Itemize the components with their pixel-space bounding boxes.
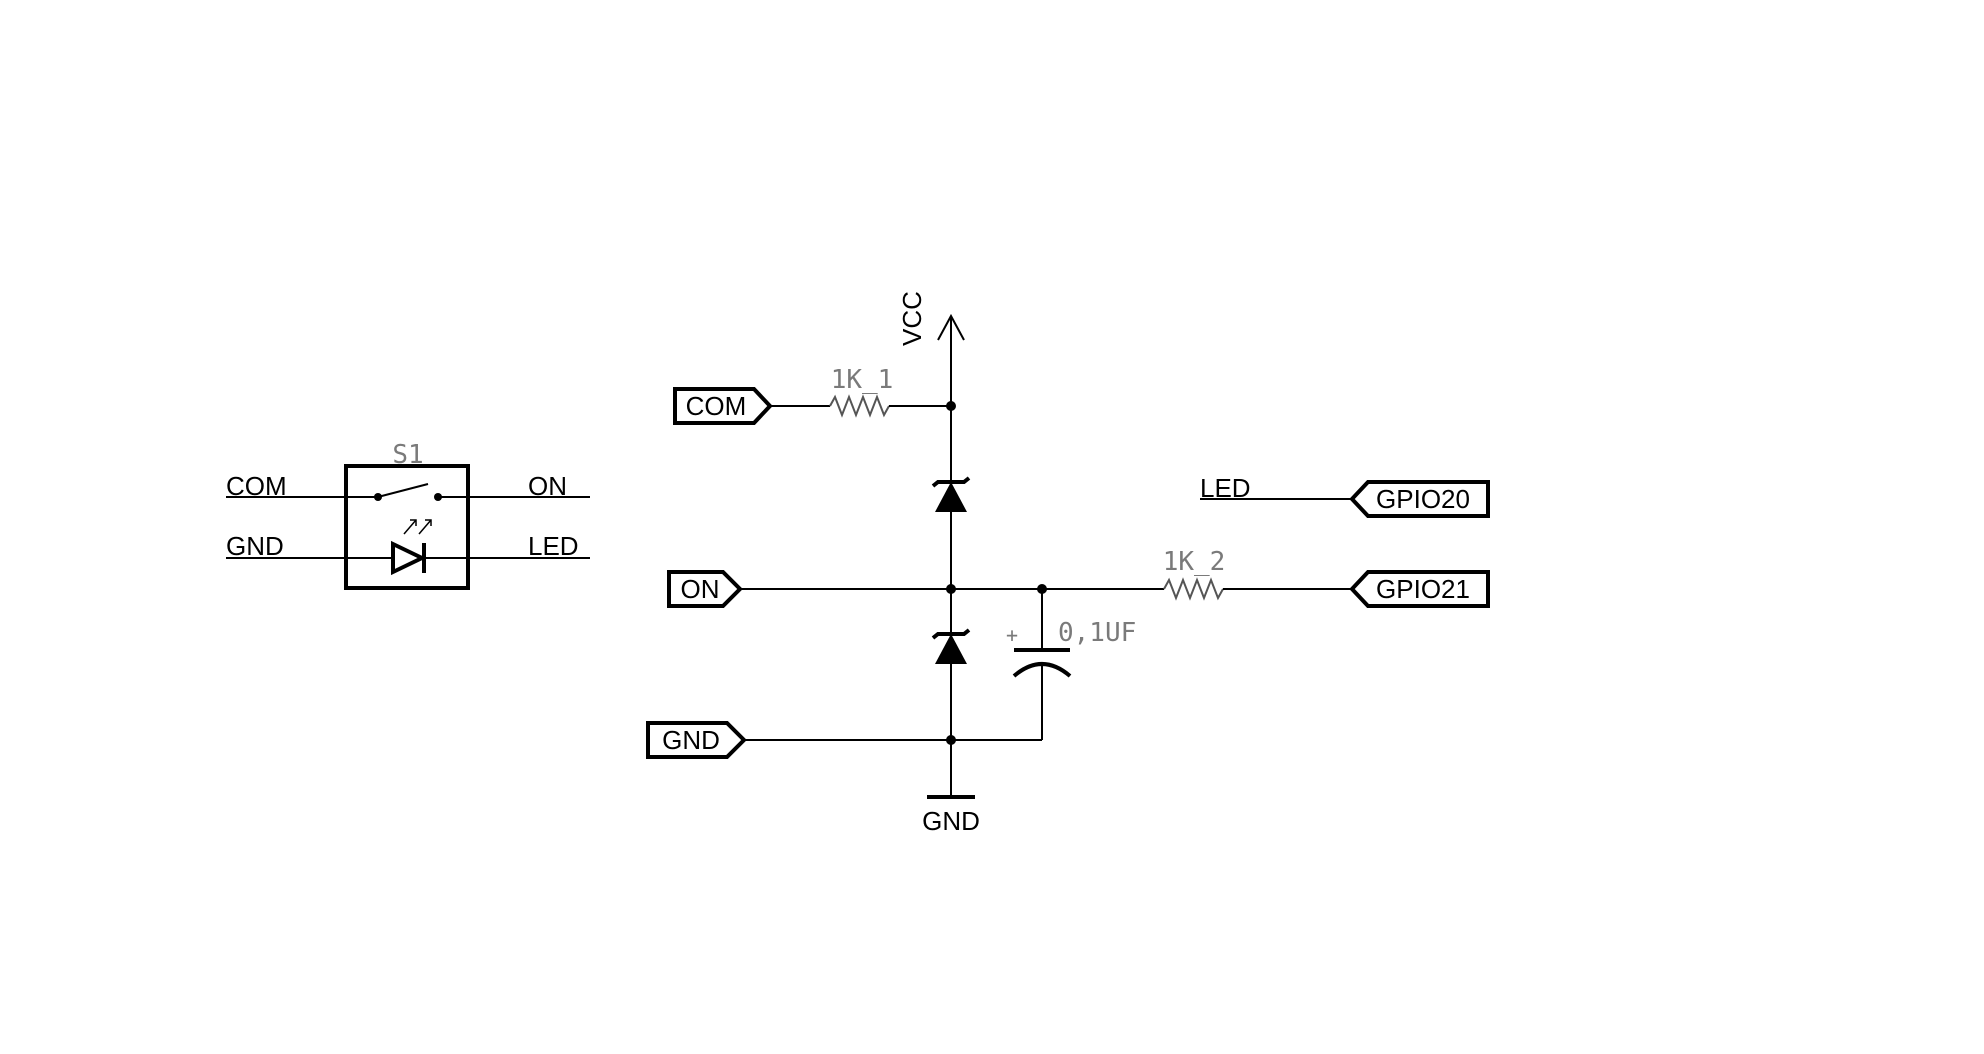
port-on-label: ON: [681, 574, 720, 604]
pin-led-label: LED: [528, 531, 579, 561]
port-com-shape: [673, 387, 773, 425]
tvs-diode-upper[interactable]: [931, 476, 971, 512]
port-com[interactable]: COM: [673, 387, 830, 425]
net-led[interactable]: LED: [1200, 473, 1352, 503]
resistor-1k-1[interactable]: 1K_1: [829, 365, 894, 418]
light-emission-icon: [403, 519, 432, 535]
junction-dot: [946, 735, 956, 745]
port-gnd[interactable]: GND: [646, 721, 951, 759]
port-on-shape: [667, 570, 743, 608]
pin-gnd-label: GND: [226, 531, 284, 561]
diode-icon: [935, 482, 967, 512]
port-gpio21-label: GPIO21: [1376, 574, 1470, 604]
switch-body: [344, 464, 470, 590]
capacitor-value: 0,1UF: [1058, 618, 1136, 648]
diode-icon: [935, 634, 967, 664]
port-gpio21[interactable]: GPIO21: [1349, 570, 1490, 608]
gnd-power-symbol[interactable]: GND: [922, 795, 980, 836]
port-on[interactable]: ON: [667, 570, 951, 608]
port-gpio20-label: GPIO20: [1376, 484, 1470, 514]
pin-com-label: COM: [226, 471, 287, 501]
pin-on-label: ON: [528, 471, 567, 501]
resistor-1k-2[interactable]: 1K_2: [1163, 547, 1226, 601]
resistor-2-value: 1K_2: [1163, 547, 1226, 577]
port-gpio20[interactable]: GPIO20: [1349, 480, 1490, 518]
port-gpio21-shape: [1349, 570, 1490, 608]
led-diode-icon: [391, 540, 427, 576]
port-com-label: COM: [686, 391, 747, 421]
resistor-icon: [1163, 577, 1224, 601]
capacitor-polarity: +: [1006, 623, 1018, 647]
gnd-power-label: GND: [922, 806, 980, 836]
vcc-label: VCC: [897, 291, 927, 346]
capacitor-0-1uf[interactable]: + 0,1UF: [1006, 589, 1136, 740]
switch-symbol-s1[interactable]: S1 COM ON GND LED: [226, 440, 590, 590]
port-gnd-shape: [646, 721, 747, 759]
tvs-diode-lower[interactable]: [931, 628, 971, 664]
port-gpio20-shape: [1349, 480, 1490, 518]
resistor-1-value: 1K_1: [831, 365, 894, 395]
resistor-icon: [829, 394, 890, 418]
vcc-power-symbol[interactable]: VCC: [897, 291, 965, 405]
switch-lever: [377, 483, 429, 498]
switch-contact-dot: [434, 493, 442, 501]
port-gnd-label: GND: [662, 725, 720, 755]
